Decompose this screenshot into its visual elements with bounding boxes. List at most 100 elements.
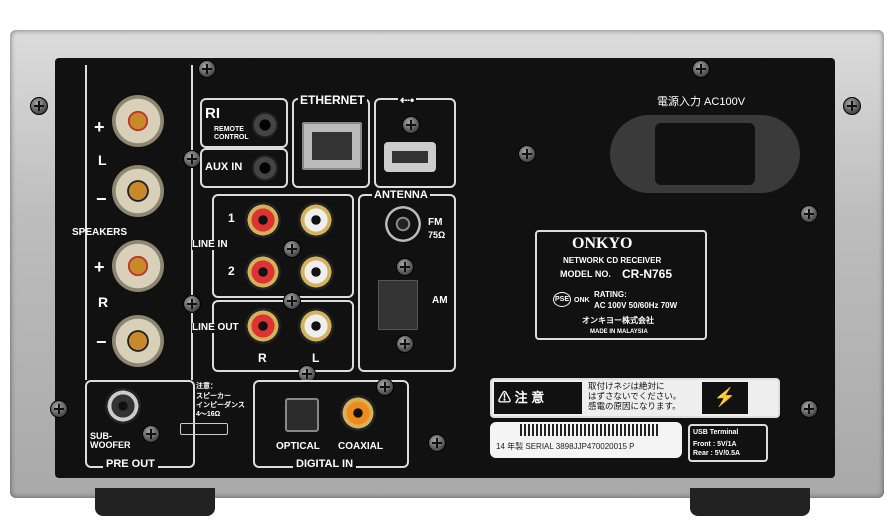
- screw-icon: [396, 258, 414, 276]
- screw-icon: [283, 292, 301, 310]
- power-input-label: 電源入力 AC100V: [657, 96, 746, 108]
- model-no-label: MODEL NO.: [560, 269, 611, 279]
- serial-number: 3898JJP470020015 P: [555, 442, 635, 451]
- aux-section: [200, 148, 288, 188]
- serial-label: SERIAL: [525, 442, 554, 451]
- caution-line: はずさないでください。: [588, 391, 682, 402]
- subwoofer-jack[interactable]: [105, 388, 141, 424]
- caution-text: 取付けネジは絶対に はずさないでください。 感電の原因になります。: [588, 381, 681, 412]
- am-antenna-terminal[interactable]: [378, 280, 418, 330]
- antenna-label: ANTENNA: [372, 189, 430, 201]
- pre-out-section: [85, 380, 195, 468]
- speakers-section: [85, 65, 193, 380]
- speaker-l-plus-label: +: [94, 117, 105, 137]
- fm-impedance-label: 75Ω: [428, 230, 446, 240]
- screw-icon: [283, 240, 301, 258]
- sub-label: SUB-: [90, 431, 112, 441]
- caution-title-text: 注 意: [514, 390, 545, 405]
- serial-year: 14: [496, 442, 505, 451]
- fm-antenna-jack[interactable]: [385, 206, 421, 242]
- brand-logo: ONKYO: [572, 235, 633, 252]
- impedance-caution: 注意：: [196, 383, 217, 390]
- caution-title: ⚠ 注 意: [494, 382, 582, 414]
- pre-out-label: PRE OUT: [103, 459, 158, 470]
- speaker-r-minus-label: −: [96, 332, 107, 352]
- barcode: [520, 424, 660, 436]
- aux-in-jack[interactable]: [252, 155, 278, 181]
- aux-in-label: AUX IN: [205, 161, 243, 173]
- company-name: オンキヨー株式会社: [582, 316, 654, 325]
- usb-port[interactable]: [384, 142, 436, 172]
- electric-shock-icon: ⚡: [702, 382, 748, 414]
- optical-input[interactable]: [285, 398, 319, 432]
- screw-icon: [183, 150, 201, 168]
- rating-title: RATING:: [594, 290, 627, 299]
- impedance-line2: インピーダンス: [196, 402, 245, 409]
- caution-line: 感電の原因になります。: [588, 401, 681, 412]
- ethernet-port[interactable]: [302, 122, 362, 170]
- made-in-label: MADE IN MALAYSIA: [590, 329, 648, 335]
- ac-power-inlet[interactable]: [610, 115, 800, 193]
- screw-icon: [50, 400, 68, 418]
- screw-icon: [142, 425, 160, 443]
- line-in-2-l-jack[interactable]: [298, 254, 334, 290]
- impedance-value: 4〜16Ω: [196, 411, 221, 418]
- line-out-r-jack[interactable]: [245, 308, 281, 344]
- speaker-r-label: R: [98, 294, 109, 310]
- line-in-1-l-jack[interactable]: [298, 202, 334, 238]
- usb-terminal-plate: [688, 424, 768, 462]
- screw-icon: [30, 97, 48, 115]
- line-in-1-r-jack[interactable]: [245, 202, 281, 238]
- usb-terminal-title: USB Terminal: [693, 429, 739, 436]
- rating-plate: [535, 230, 707, 340]
- screw-icon: [396, 335, 414, 353]
- model-number: CR-N765: [622, 267, 673, 281]
- impedance-line1: スピーカー: [196, 393, 231, 400]
- speaker-l-label: L: [98, 152, 107, 168]
- speaker-l-plus-terminal[interactable]: [112, 95, 164, 147]
- screw-icon: [518, 145, 536, 163]
- speaker-r-plus-label: +: [94, 257, 105, 277]
- woofer-label: WOOFER: [90, 440, 131, 450]
- digital-in-label: DIGITAL IN: [293, 459, 357, 470]
- ri-section: [200, 98, 288, 148]
- left-foot: [95, 488, 215, 516]
- speaker-r-plus-terminal[interactable]: [112, 240, 164, 292]
- ethernet-label: ETHERNET: [298, 93, 367, 107]
- line-out-section: [212, 300, 354, 372]
- speaker-l-minus-terminal[interactable]: [112, 165, 164, 217]
- ri-logo: RI: [205, 105, 220, 122]
- screw-icon: [428, 434, 446, 452]
- screw-icon: [198, 60, 216, 78]
- onk-label: ONK: [574, 297, 590, 304]
- line-in-label: LINE IN: [192, 239, 228, 250]
- line-out-r-label: R: [258, 351, 267, 365]
- caution-line: 取付けネジは絶対に: [588, 381, 665, 391]
- coaxial-label: COAXIAL: [338, 441, 383, 452]
- line-out-l-jack[interactable]: [298, 308, 334, 344]
- optical-label: OPTICAL: [276, 441, 320, 452]
- usb-rear-rating: Rear : 5V/0.5A: [693, 450, 741, 457]
- service-connector: [180, 423, 228, 435]
- line-in-2-r-jack[interactable]: [245, 254, 281, 290]
- fm-label: FM: [428, 217, 443, 228]
- screw-icon: [800, 205, 818, 223]
- speaker-r-minus-terminal[interactable]: [112, 315, 164, 367]
- coaxial-input[interactable]: [340, 395, 376, 431]
- line-out-label: LINE OUT: [192, 322, 239, 333]
- usb-icon: ⇠•: [398, 93, 417, 107]
- screw-icon: [800, 400, 818, 418]
- screw-icon: [298, 365, 316, 383]
- line-in-1-label: 1: [228, 211, 235, 225]
- pse-mark: PSE: [553, 292, 572, 307]
- serial-line: 14 年製 SERIAL 3898JJP470020015 P: [496, 443, 635, 451]
- ri-remote-jack[interactable]: [252, 112, 278, 138]
- screw-icon: [376, 378, 394, 396]
- screw-icon: [843, 97, 861, 115]
- speaker-l-minus-label: −: [96, 189, 107, 209]
- warning-icon: ⚠: [498, 390, 512, 405]
- screw-icon: [402, 116, 420, 134]
- usb-front-rating: Front : 5V/1A: [693, 441, 737, 448]
- line-in-2-label: 2: [228, 264, 235, 278]
- am-label: AM: [432, 295, 448, 306]
